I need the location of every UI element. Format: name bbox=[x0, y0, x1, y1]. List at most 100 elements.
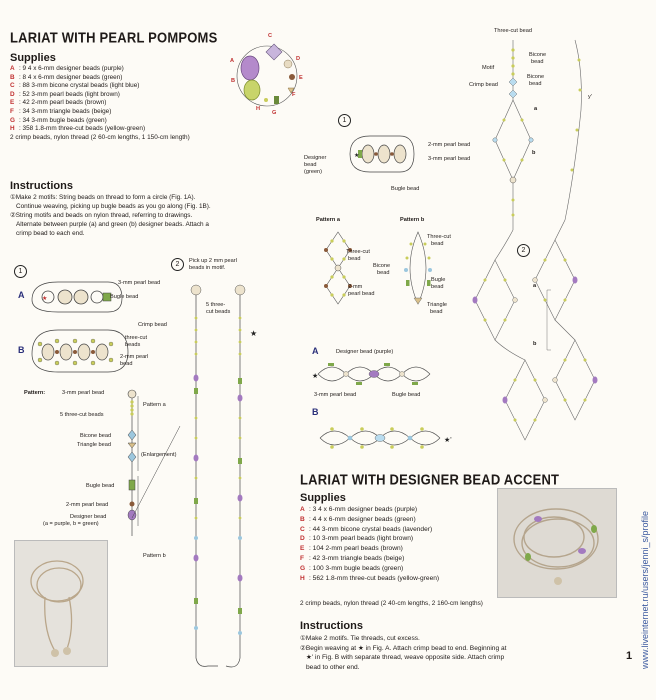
supply-item: D: 52 3-mm pearl beads (light brown) bbox=[10, 90, 120, 98]
instruction-line: bead to other end. bbox=[306, 663, 360, 671]
mid-designer-label-3: (green) bbox=[304, 169, 323, 175]
fig1-diagram: ★ bbox=[31, 281, 129, 373]
pattern-b-bicone-label-2: bead bbox=[377, 270, 390, 276]
right-supplies-list: A: 3 4 x 6-mm designer beads (purple) B:… bbox=[300, 505, 439, 583]
left-instructions: ①Make 2 motifs: String beads on thread t… bbox=[10, 193, 285, 238]
legend-letter: H bbox=[256, 106, 261, 112]
supply-item: B: 8 4 x 6-mm designer beads (green) bbox=[10, 73, 123, 81]
right-product-photo bbox=[497, 488, 617, 598]
instruction-line: Alternate between purple (a) and green (… bbox=[16, 221, 209, 228]
mid-designer-label: Designer bbox=[304, 155, 327, 161]
supply-extra: 2 crimp beads, nylon thread (2 60-cm len… bbox=[10, 133, 190, 141]
legend-letter: G bbox=[272, 110, 277, 116]
rt-a-label-2: a bbox=[533, 283, 537, 289]
instruction-line: ②Begin weaving at ★ in Fig. A. Attach cr… bbox=[300, 644, 507, 652]
supply-item: E: 104 2-mm pearl beads (brown) bbox=[300, 545, 403, 553]
pattern-legend-item: 5 three-cut beads bbox=[60, 412, 104, 418]
pattern-a-bracket-label: Pattern a bbox=[143, 402, 166, 408]
supply-item: G: 100 3-mm bugle beads (green) bbox=[300, 564, 404, 572]
svg-text:★: ★ bbox=[312, 372, 318, 380]
supply-item: H: 358 1.8-mm three-cut beads (yellow-gr… bbox=[10, 125, 146, 133]
fig2-pickup-label-2: beads in motif. bbox=[189, 265, 226, 271]
supply-item: C: 44 3-mm bicone crystal beads (lavende… bbox=[300, 525, 433, 533]
rt-bicone-label-2: bead bbox=[531, 59, 544, 65]
mid-fig1-diagram: ★ bbox=[349, 135, 415, 173]
rt-bicone-label-3: Bicone bbox=[527, 74, 545, 80]
supply-item: A: 3 4 x 6-mm designer beads (purple) bbox=[300, 506, 418, 513]
fig1-pearl2-label: 2-mm pearl bbox=[120, 354, 149, 360]
fig1-number: 1 bbox=[14, 265, 27, 278]
rt-a-label: a bbox=[534, 106, 538, 112]
instruction-line: ①Make 2 motifs. Tie threads, cut excess. bbox=[300, 635, 420, 642]
supply-item: E: 42 2-mm pearl beads (brown) bbox=[10, 99, 107, 107]
pattern-b-threecut-label-2: bead bbox=[431, 241, 444, 247]
fig-b-label: B bbox=[312, 407, 319, 417]
fig2-pickup-label: Pick up 2 mm pearl bbox=[189, 258, 237, 264]
pattern-a-pearl-label: 2-mm bbox=[348, 284, 363, 290]
left-product-photo bbox=[14, 540, 108, 667]
pattern-a-title: Pattern a bbox=[316, 217, 340, 223]
rt-b-label-2: b bbox=[533, 341, 537, 347]
pattern-b-bicone-label: Bicone bbox=[373, 263, 391, 269]
pattern-legend-item: 2-mm pearl bead bbox=[66, 502, 109, 508]
pattern-a-threecut-label-2: bead bbox=[348, 256, 361, 262]
svg-text:★: ★ bbox=[250, 329, 257, 338]
supply-item: H: 562 1.8-mm three-cut beads (yellow-gr… bbox=[300, 574, 440, 582]
legend-letter: A bbox=[230, 58, 235, 64]
pattern-a-threecut-label: Three-cut bbox=[346, 249, 370, 255]
fig2-five-label-2: cut beads bbox=[206, 309, 231, 315]
instruction-line: Continue weaving, picking up bugle beads… bbox=[16, 203, 211, 210]
instruction-line: ★' in Fig. B with separate thread, weave… bbox=[306, 654, 505, 662]
pattern-a-pearl-label-2: pearl bead bbox=[348, 291, 375, 297]
fig1-pearl2-label-2: bead bbox=[120, 361, 133, 367]
fig-a-diagram: ★ bbox=[312, 363, 431, 385]
mid-bugle-label: Bugle bead bbox=[391, 186, 420, 192]
pattern-b-bracket-label: Pattern b bbox=[143, 553, 166, 559]
left-supplies-list: A: 9 4 x 6-mm designer beads (purple) B:… bbox=[10, 65, 190, 142]
rt-threecut-label: Three-cut bead bbox=[494, 28, 532, 34]
supply-item: A: 9 4 x 6-mm designer beads (purple) bbox=[10, 65, 124, 72]
left-supplies-heading: Supplies bbox=[10, 52, 56, 64]
mid-pearl3-label: 3-mm pearl bead bbox=[428, 156, 471, 162]
bead-legend-illustration bbox=[236, 43, 298, 107]
legend-letter: D bbox=[296, 56, 301, 62]
fig1-bugle-label: Bugle bead bbox=[110, 294, 139, 300]
fig1-threecut-label-2: beads bbox=[125, 342, 141, 348]
lariat-long-diagram bbox=[472, 39, 598, 441]
pattern-legend-item: Triangle bead bbox=[77, 442, 111, 448]
supply-item: C: 88 3-mm bicone crystal beads (light b… bbox=[10, 82, 140, 90]
pattern-b-bugle-label: Bugle bbox=[431, 277, 446, 283]
supply-item: B: 4 4 x 6-mm designer beads (green) bbox=[300, 515, 416, 523]
instruction-line: crimp bead to each end. bbox=[16, 230, 85, 237]
watermark-text: www.liveinternet.ru/users/jenni_s/profil… bbox=[640, 510, 650, 670]
pattern-legend-item: Bicone bead bbox=[80, 433, 112, 439]
fig1-label-b: B bbox=[18, 345, 25, 355]
fig-b-diagram: ★' bbox=[319, 427, 452, 449]
enlargement-label: (Enlargement) bbox=[141, 452, 177, 458]
right-supplies-heading: Supplies bbox=[300, 492, 346, 504]
rt-bicone-label: Bicone bbox=[529, 52, 547, 58]
pattern-b-title: Pattern b bbox=[400, 217, 425, 223]
pattern-b-threecut-label: Three-cut bbox=[427, 234, 451, 240]
right-instructions-heading: Instructions bbox=[300, 620, 363, 632]
fig-a-label: A bbox=[312, 346, 319, 356]
rt-b-label: b bbox=[532, 150, 536, 156]
supply-item: D: 10 3-mm pearl beads (light brown) bbox=[300, 535, 414, 543]
rt-y-label: y' bbox=[588, 94, 592, 100]
mid-pearl2-label: 2-mm pearl bead bbox=[428, 142, 471, 148]
right-instructions: ①Make 2 motifs. Tie threads, cut excess.… bbox=[300, 634, 625, 672]
fig-a-designer-label: Designer bead (purple) bbox=[336, 349, 394, 355]
supply-item: F: 42 3-mm triangle beads (beige) bbox=[300, 554, 405, 562]
left-project-title: LARIAT WITH PEARL POMPOMS bbox=[10, 29, 218, 46]
rt-crimp-label: Crimp bead bbox=[469, 82, 498, 88]
right-supplies-extra: 2 crimp beads, nylon thread (2 40-cm len… bbox=[300, 600, 483, 607]
supply-item: G: 34 3-mm bugle beads (green) bbox=[10, 116, 107, 124]
fig1-pearl3-label: 3-mm pearl bead bbox=[118, 280, 161, 286]
pattern-legend-item: Designer bead bbox=[70, 514, 107, 520]
svg-text:★: ★ bbox=[354, 152, 359, 159]
pattern-strand-diagram bbox=[127, 389, 181, 536]
pattern-legend-item: Bugle bead bbox=[86, 483, 115, 489]
fig-a-pearl-label: 3-mm pearl bead bbox=[314, 392, 357, 398]
svg-text:★': ★' bbox=[444, 436, 452, 444]
rt-fig2-number: 2 bbox=[517, 244, 530, 257]
